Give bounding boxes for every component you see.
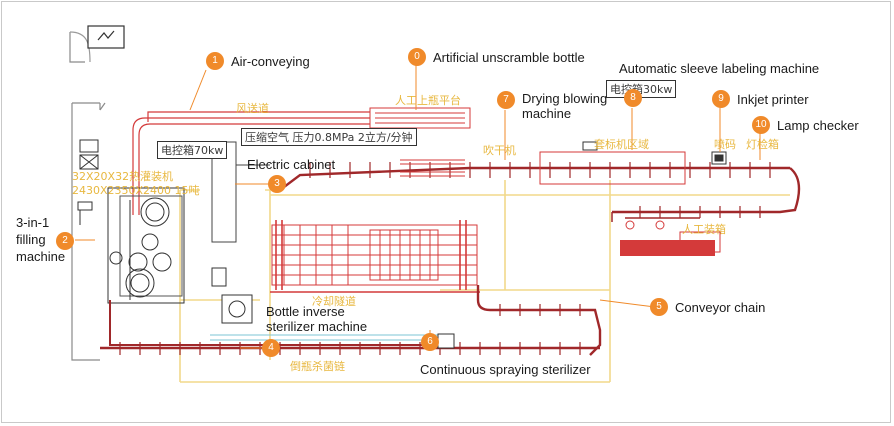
callout-conveyor-chain: 5 Conveyor chain [650,298,765,316]
callout-number: 3 [268,175,286,193]
callout-continuous-spraying-label: Continuous spraying sterilizer [420,362,591,377]
callout-lamp-checker: 10 Lamp checker [752,116,859,134]
cn-manual-platform: 人工上瓶平台 [395,94,461,107]
packing-area [611,212,721,256]
small-box-left [77,201,93,211]
callout-label: Artificial unscramble bottle [433,49,585,65]
callout-inverse-sterilizer-badge: 4 [262,339,280,357]
callout-number: 9 [712,90,730,108]
inverse-sterilizer-rails [210,334,440,341]
callout-number: 8 [624,89,642,107]
inkjet-printer-shape [711,151,727,165]
cn-filler-spec-1: 32X20X32热灌装机 [72,170,174,183]
callout-drying-blowing: 7 Drying blowing machine [497,91,607,121]
callout-number: 6 [421,333,439,351]
callout-number: 1 [206,52,224,70]
labeling-area-box [539,151,686,185]
callout-air-conveying: 1 Air-conveying [206,52,310,70]
callout-filling-badge: 2 [56,232,74,250]
callout-electric-cabinet-badge: 3 [268,175,286,193]
callout-number: 5 [650,298,668,316]
floor-lines [179,180,790,383]
callout-continuous-spraying-badge: 6 [421,333,439,351]
upper-red-lines [400,159,465,177]
callout-number: 7 [497,91,515,109]
callout-filling-label: 3-in-1 filling machine [16,215,66,264]
cn-cabinet-70kw: 电控箱70kw [157,141,228,159]
callout-number: 4 [262,339,280,357]
callout-label: Conveyor chain [675,299,766,315]
manual-platform [369,107,471,129]
cn-manual-packing: 人工装箱 [682,223,726,236]
callout-inverse-sterilizer-label: Bottle inverse sterilizer machine [266,304,368,334]
callout-label: Lamp checker [777,117,859,133]
cn-filler-spec-2: 2430X2350X2400 15吨 [72,184,200,197]
sterilizer-end-box [437,333,455,349]
electric-symbol-icon [87,25,125,49]
cn-cooling-tunnel: 冷却隧道 [312,295,356,308]
bottom-chain [100,300,600,350]
cn-air-duct: 风送道 [236,102,269,115]
labeling-small-box [582,141,598,151]
right-chain [476,285,602,356]
tunnel-rails [270,220,480,293]
callout-electric-cabinet-label: Electric cabinet [247,157,336,172]
equipment-box [79,139,99,170]
inverse-sterilizer-unit [211,267,253,324]
callout-label: Drying blowing machine [522,91,608,121]
cooling-tunnel [271,224,478,286]
callout-number: 0 [408,48,426,66]
callout-sleeve-labeling-label: Automatic sleeve labeling machine [619,61,820,76]
right-chain-ticks [499,304,581,316]
building-walls [69,31,106,361]
cn-blower: 吹干机 [483,144,516,157]
cn-air-compress: 压缩空气 压力0.8MPa 2立方/分钟 [241,128,417,146]
callout-label: Inkjet printer [737,91,809,107]
upper-chain-ticks [309,162,771,218]
filling-machine [107,187,185,304]
door-icon [79,209,92,225]
callout-sleeve-labeling-badge: 8 [624,89,642,107]
callout-number: 10 [752,116,770,134]
callout-number: 2 [56,232,74,250]
callout-artificial-unscramble: 0 Artificial unscramble bottle [408,48,585,66]
air-duct [132,111,370,215]
cn-inkjet: 喷码 [714,138,736,151]
cn-lamp: 灯检箱 [746,138,779,151]
callout-label: Air-conveying [231,53,310,69]
cn-inverse-chain: 倒瓶杀菌链 [290,360,345,373]
callout-inkjet: 9 Inkjet printer [712,90,809,108]
cn-labeling-area: 套标机区域 [594,138,649,151]
